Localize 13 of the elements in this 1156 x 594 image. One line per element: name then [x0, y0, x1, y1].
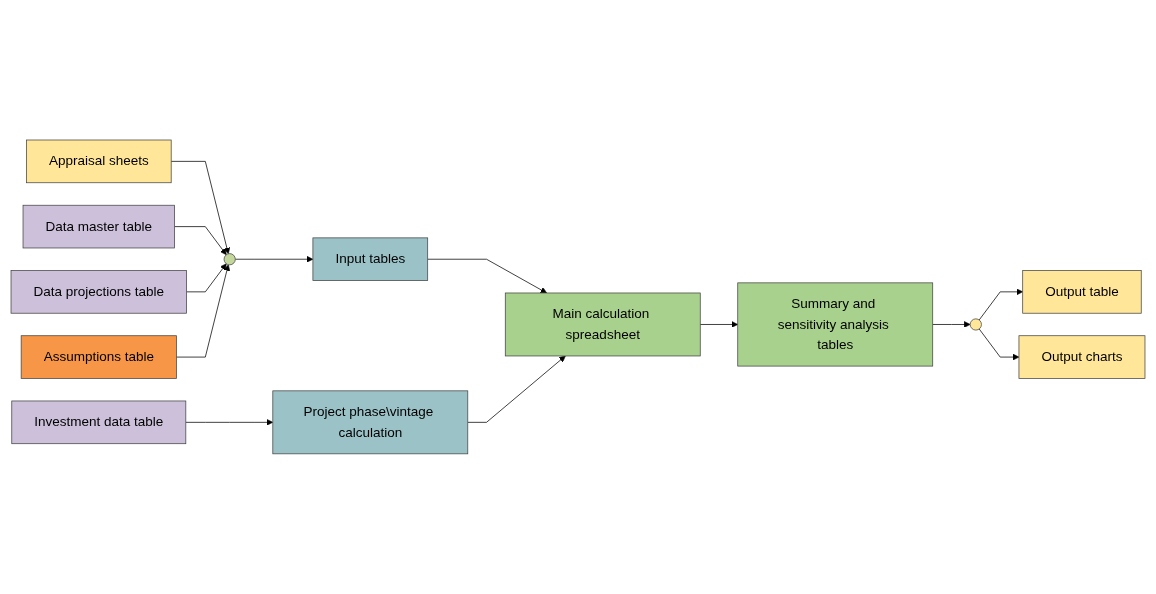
node-box: Data master table	[22, 204, 175, 249]
node-box: Assumptions table	[20, 335, 177, 379]
node-circle	[223, 253, 236, 266]
node-box: Project phase\vintage calculation	[272, 390, 469, 455]
node-box: Appraisal sheets	[26, 139, 172, 184]
node-box: Data projections table	[10, 270, 187, 314]
node-box: Main calculation spreadsheet	[504, 292, 701, 357]
node-box: Output table	[1022, 270, 1142, 314]
node-box: Summary and sensitivity analysis tables	[737, 282, 934, 367]
node-box: Investment data table	[11, 400, 187, 445]
node-circle	[969, 318, 982, 331]
node-box: Output charts	[1018, 335, 1146, 379]
node-box: Input tables	[312, 237, 429, 282]
